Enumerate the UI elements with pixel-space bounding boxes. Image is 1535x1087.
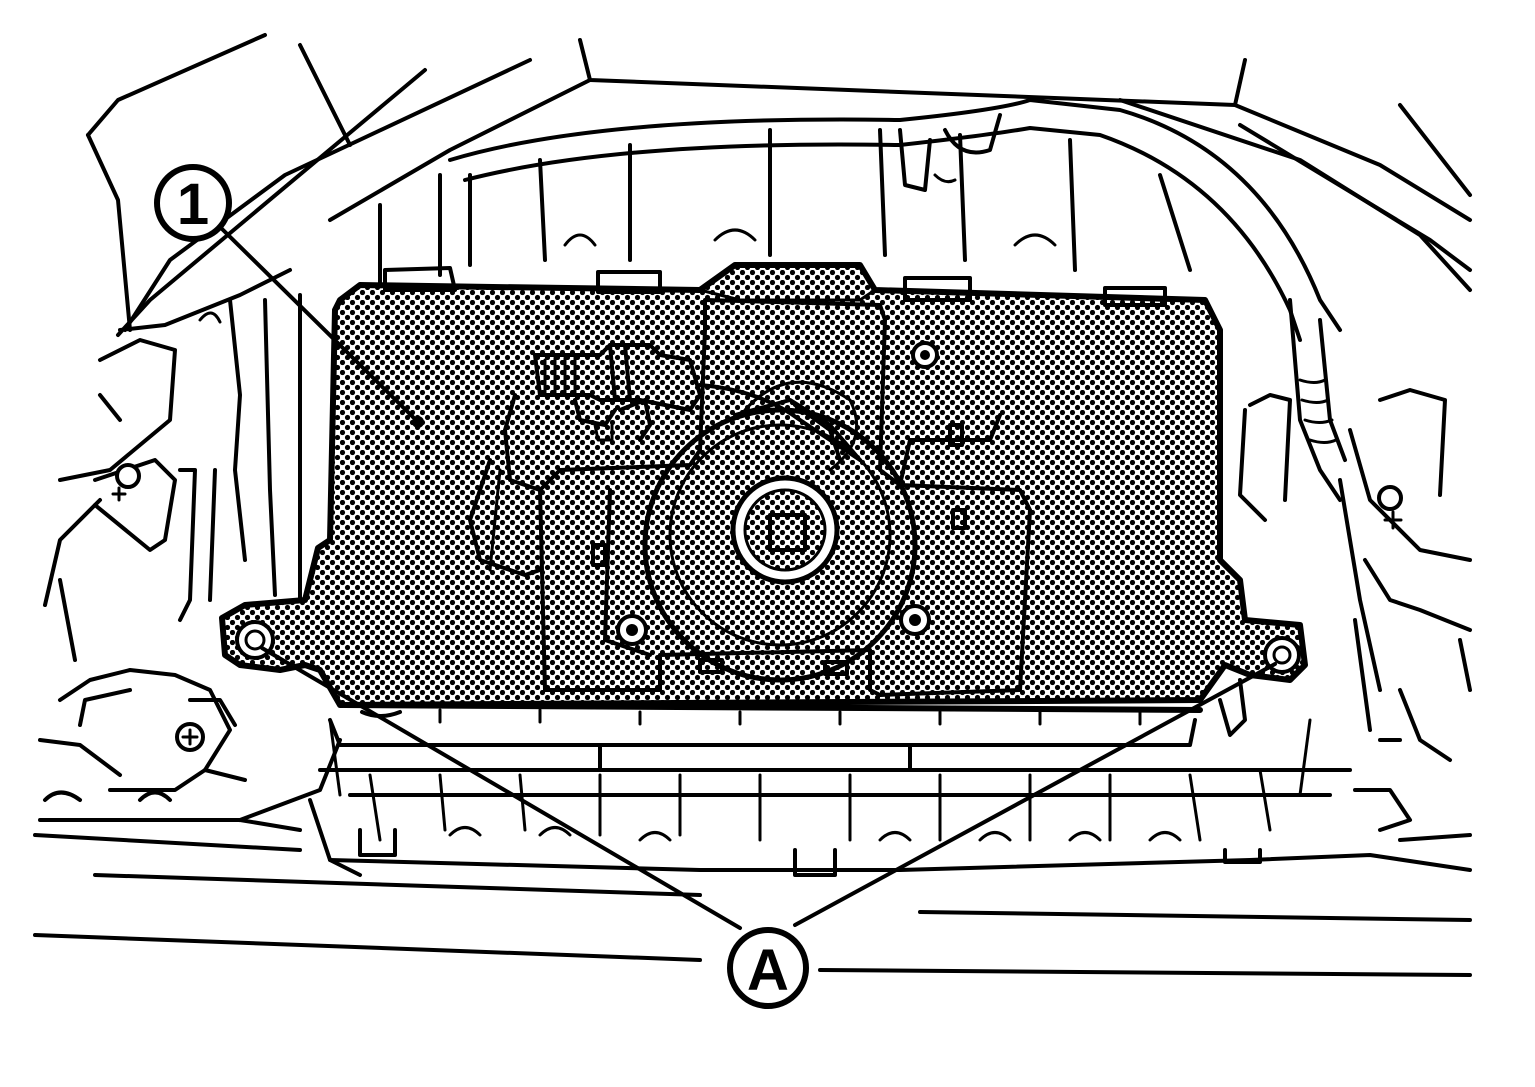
callout-bolts: A bbox=[727, 927, 809, 1009]
body-screw-left-lower bbox=[175, 722, 205, 752]
callout-component: 1 bbox=[154, 164, 232, 242]
vehicle-body-structure bbox=[33, 33, 1472, 977]
body-screw-left-upper bbox=[111, 463, 141, 502]
component-unit bbox=[219, 262, 1308, 737]
body-screw-right bbox=[1377, 485, 1403, 530]
callout-component-label: 1 bbox=[177, 172, 209, 237]
leader-lines bbox=[216, 223, 1277, 930]
callout-bolts-label: A bbox=[747, 938, 789, 1003]
